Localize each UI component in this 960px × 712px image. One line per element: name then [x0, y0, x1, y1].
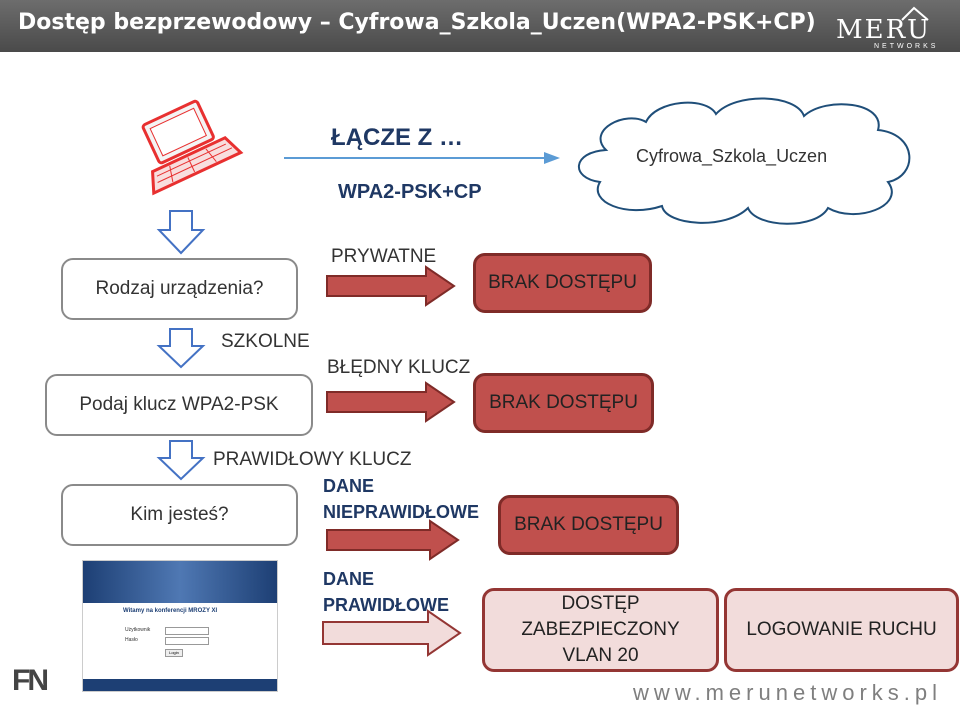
network-name: Cyfrowa_Szkola_Uczen [636, 146, 828, 166]
login-button: Login [165, 649, 183, 657]
corner-logo-text: FN [12, 664, 49, 697]
branch-good-data-2: PRAWIDŁOWE [323, 595, 449, 615]
right-arrow-icon [326, 519, 460, 561]
branch-school: SZKOLNE [221, 331, 310, 352]
logo-tagline: NETWORKS [874, 43, 938, 50]
login-page-footer [83, 679, 277, 691]
branch-private: PRYWATNE [331, 246, 437, 267]
secure-access-box: DOSTĘP ZABEZPIECZONY VLAN 20 [482, 588, 719, 672]
laptop-icon [141, 99, 244, 196]
secure-access-line-1: DOSTĘP [561, 593, 640, 614]
who-are-you-box: Kim jesteś? [61, 484, 298, 546]
traffic-logging-label: LOGOWANIE RUCHU [746, 619, 937, 640]
device-type-label: Rodzaj urządzenia? [95, 278, 264, 299]
branch-correct-key: PRAWIDŁOWY KLUCZ [213, 449, 412, 470]
no-access-label: BRAK DOSTĘPU [488, 272, 637, 293]
no-access-box: BRAK DOSTĘPU [473, 373, 654, 433]
title-bar [0, 0, 960, 52]
secure-access-line-3: VLAN 20 [562, 645, 639, 666]
right-arrow-icon [326, 265, 456, 307]
corner-logo: FN [12, 664, 49, 698]
enter-key-label: Podaj klucz WPA2-PSK [79, 394, 279, 415]
login-page-thumbnail: Witamy na konferencji MROZY XI Użytkowni… [82, 560, 278, 692]
who-are-you-label: Kim jesteś? [130, 504, 229, 525]
branch-bad-data-1: DANE [323, 476, 375, 496]
down-arrow-icon [156, 328, 206, 369]
slide-title: Dostęp bezprzewodowy – Cyfrowa_Szkola_Uc… [18, 10, 816, 35]
login-pass-label: Hasło [125, 637, 138, 643]
cloud-shape [578, 97, 911, 225]
login-page-header [83, 561, 277, 603]
device-type-box: Rodzaj urządzenia? [61, 258, 298, 320]
login-pass-field [165, 637, 209, 645]
branch-bad-data-2: NIEPRAWIDŁOWE [323, 502, 479, 522]
no-access-label: BRAK DOSTĘPU [489, 392, 638, 413]
login-user-field [165, 627, 209, 635]
down-arrow-icon [156, 440, 206, 481]
no-access-box: BRAK DOSTĘPU [473, 253, 652, 313]
meru-logo: MERU NETWORKS [836, 6, 938, 50]
security-label: WPA2-PSK+CP [338, 181, 482, 203]
secure-access-line-2: ZABEZPIECZONY [521, 619, 680, 640]
traffic-logging-box: LOGOWANIE RUCHU [724, 588, 959, 672]
login-user-label: Użytkownik [125, 627, 151, 633]
login-page-welcome: Witamy na konferencji MROZY XI [123, 608, 218, 614]
no-access-label: BRAK DOSTĘPU [514, 514, 663, 535]
no-access-box: BRAK DOSTĘPU [498, 495, 679, 555]
branch-good-data-1: DANE [323, 569, 375, 589]
footer-url: www.merunetworks.pl [633, 680, 942, 705]
right-arrow-icon [322, 609, 462, 657]
enter-key-box: Podaj klucz WPA2-PSK [45, 374, 313, 436]
connect-label: ŁĄCZE Z … [331, 124, 463, 151]
connect-arrow [284, 152, 560, 164]
logo-brand: MERU [836, 15, 931, 45]
right-arrow-icon [326, 381, 456, 423]
down-arrow-icon [156, 210, 206, 255]
branch-wrong-key: BŁĘDNY KLUCZ [327, 357, 471, 378]
